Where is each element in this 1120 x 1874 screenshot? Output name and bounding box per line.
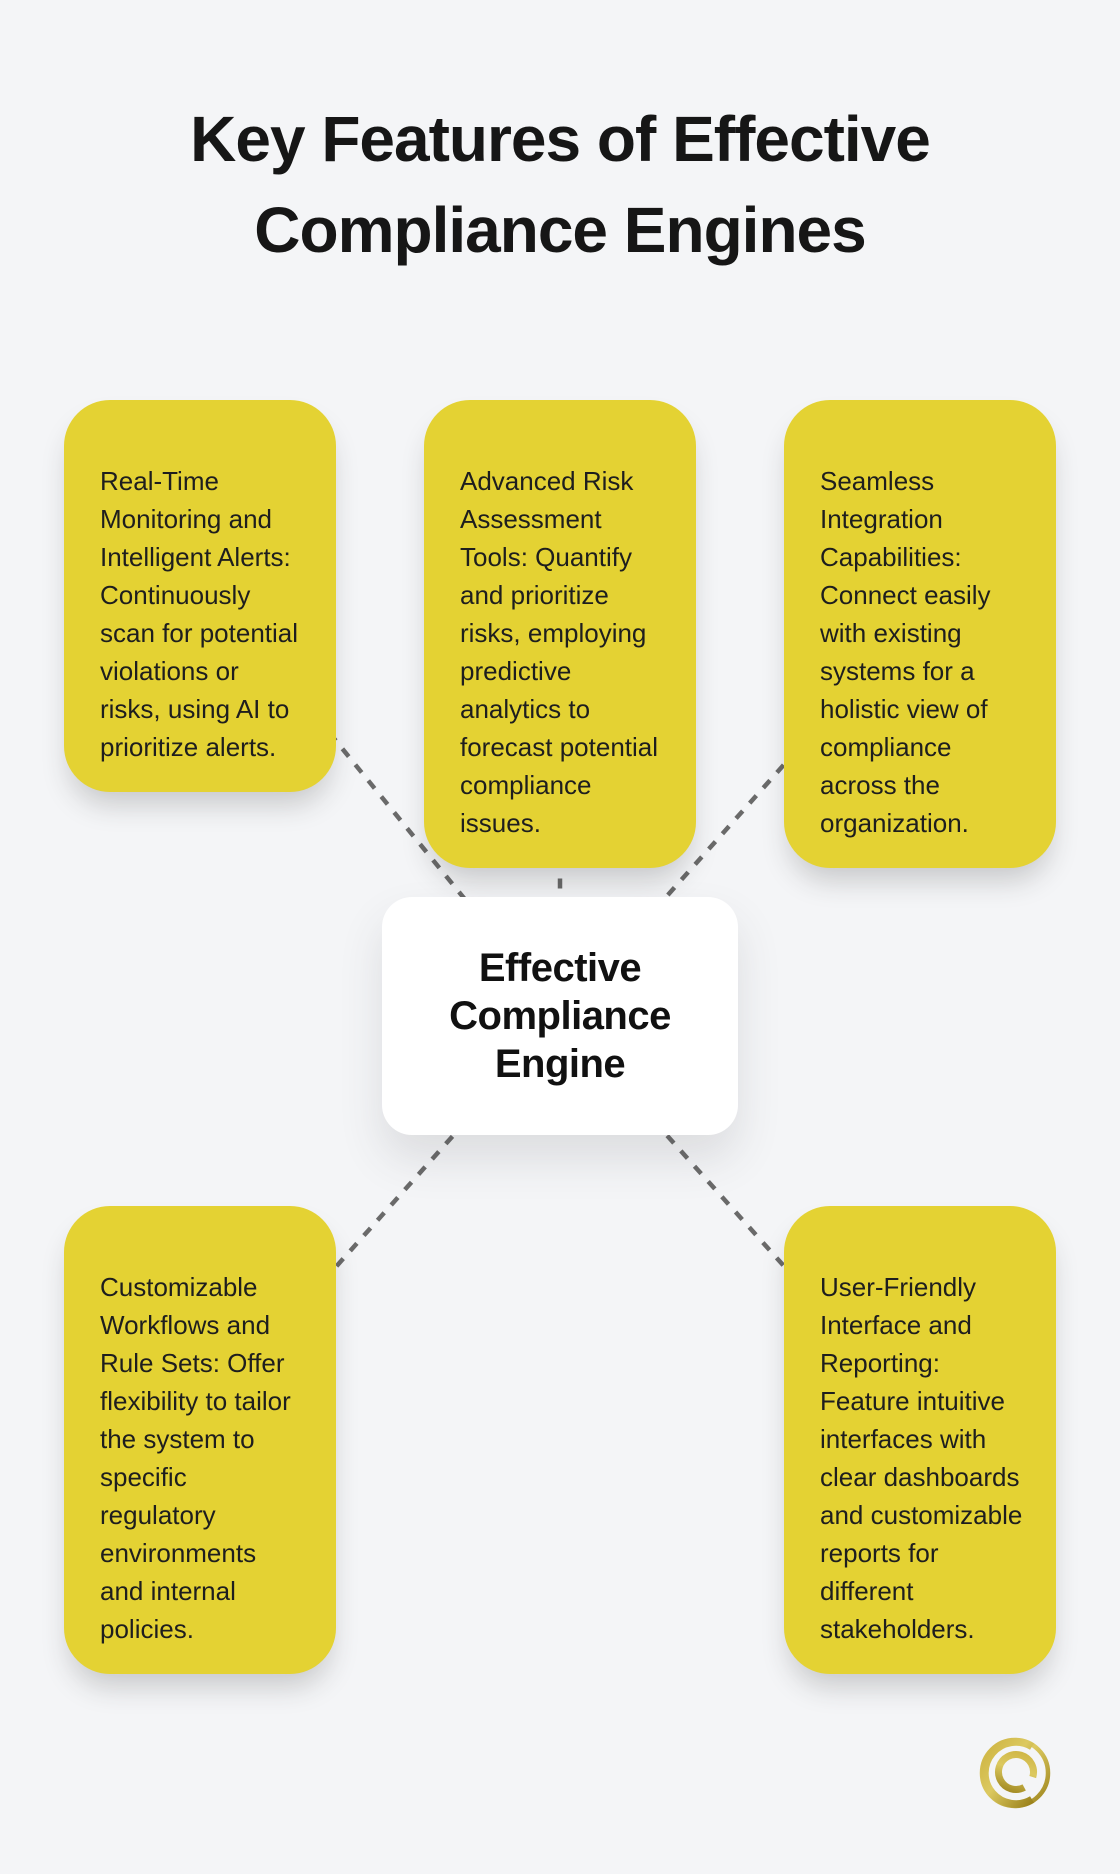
q-monogram-logo-icon xyxy=(979,1737,1051,1809)
feature-box-customizable-workflows: Customizable Workflows and Rule Sets: Of… xyxy=(64,1206,336,1674)
feature-text: Advanced Risk Assessment Tools: Quantify… xyxy=(460,466,659,838)
feature-box-user-friendly-interface: User-Friendly Interface and Reporting: F… xyxy=(784,1206,1056,1674)
feature-text: User-Friendly Interface and Reporting: F… xyxy=(820,1272,1023,1644)
feature-text: Real-Time Monitoring and Intelligent Ale… xyxy=(100,466,299,762)
page-title: Key Features of Effective Compliance Eng… xyxy=(190,103,931,266)
feature-box-seamless-integration: Seamless Integration Capabilities: Conne… xyxy=(784,400,1056,868)
center-node: Effective Compliance Engine xyxy=(382,897,738,1135)
feature-box-advanced-risk-assessment: Advanced Risk Assessment Tools: Quantify… xyxy=(424,400,696,868)
feature-text: Customizable Workflows and Rule Sets: Of… xyxy=(100,1272,291,1644)
center-node-label: Effective Compliance Engine xyxy=(449,946,671,1086)
feature-box-real-time-monitoring: Real-Time Monitoring and Intelligent Ale… xyxy=(64,400,336,792)
feature-text: Seamless Integration Capabilities: Conne… xyxy=(820,466,991,838)
